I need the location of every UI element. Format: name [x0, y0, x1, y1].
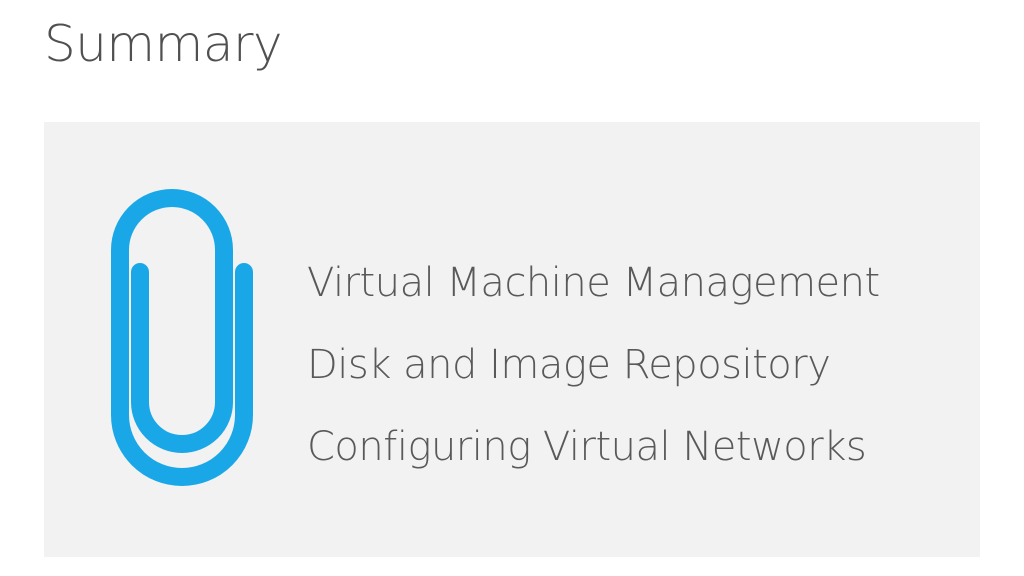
slide-title: Summary [44, 15, 283, 73]
paperclip-icon [111, 189, 253, 486]
summary-item-disk-image-repository: Disk and Image Repository [307, 342, 831, 388]
summary-panel: Virtual Machine Management Disk and Imag… [44, 122, 980, 557]
summary-item-vm-management: Virtual Machine Management [307, 260, 880, 306]
summary-list: Virtual Machine Management Disk and Imag… [307, 242, 880, 488]
summary-item-virtual-networks: Configuring Virtual Networks [307, 424, 867, 470]
